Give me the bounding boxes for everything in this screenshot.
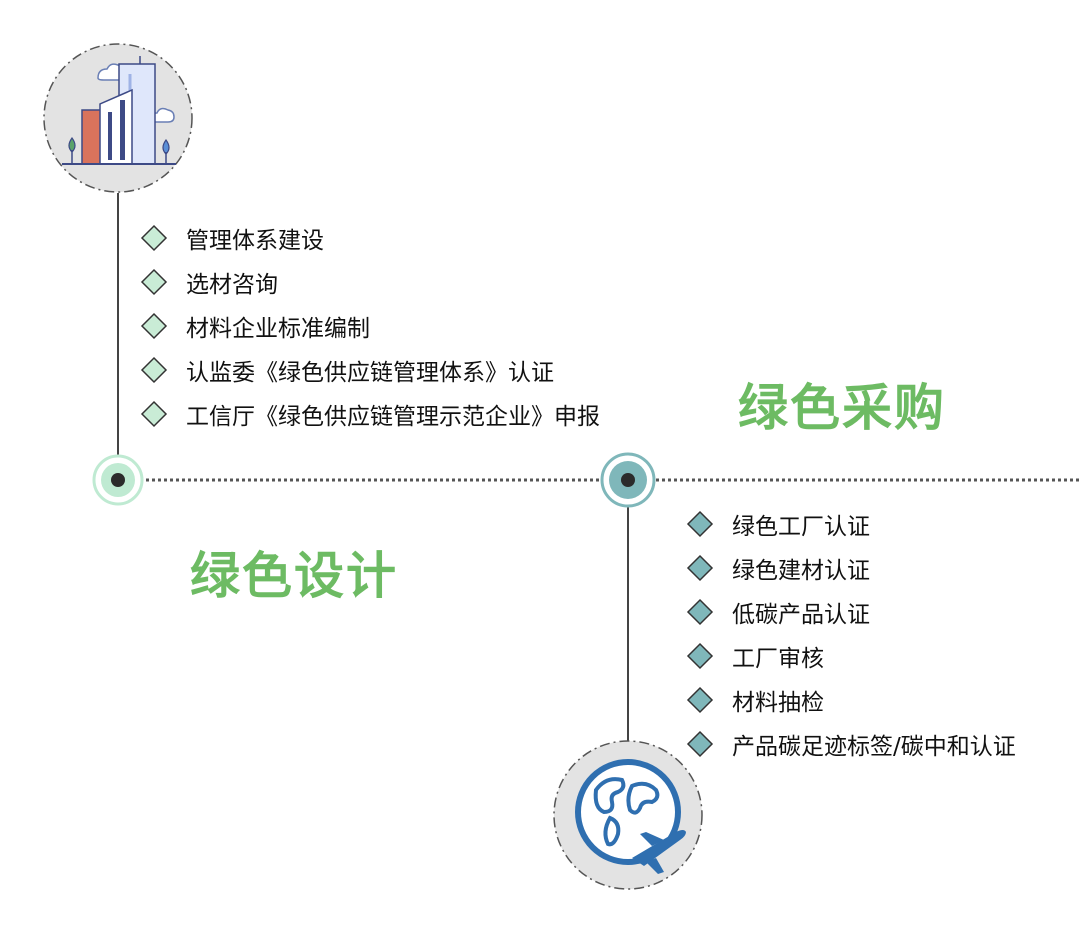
list-item-label: 材料企业标准编制 — [186, 316, 370, 342]
globe-airplane-icon — [553, 740, 703, 890]
list-item-label: 绿色建材认证 — [732, 558, 870, 584]
diamond-bullet-icon — [686, 730, 714, 758]
list-item: 认监委《绿色供应链管理体系》认证 — [140, 348, 600, 392]
list-item: 选材咨询 — [140, 260, 600, 304]
diamond-bullet-icon — [140, 312, 168, 340]
list-item: 低碳产品认证 — [686, 590, 1016, 634]
green-purchase-list: 绿色工厂认证 绿色建材认证 低碳产品认证 工厂审核 材料抽检 产品碳足迹标签/碳… — [686, 502, 1016, 766]
diamond-bullet-icon — [140, 356, 168, 384]
green-design-title: 绿色设计 — [190, 547, 398, 605]
city-buildings-icon — [43, 43, 193, 193]
list-item: 材料企业标准编制 — [140, 304, 600, 348]
list-item: 产品碳足迹标签/碳中和认证 — [686, 722, 1016, 766]
list-item-label: 材料抽检 — [732, 690, 824, 716]
green-purchase-title: 绿色采购 — [738, 379, 946, 437]
list-item: 管理体系建设 — [140, 216, 600, 260]
diamond-bullet-icon — [140, 268, 168, 296]
list-item-label: 认监委《绿色供应链管理体系》认证 — [186, 360, 554, 386]
list-item-label: 管理体系建设 — [186, 228, 324, 254]
diamond-bullet-icon — [686, 554, 714, 582]
list-item-label: 工信厅《绿色供应链管理示范企业》申报 — [186, 404, 600, 430]
list-item: 工厂审核 — [686, 634, 1016, 678]
purchase-node — [600, 452, 656, 508]
list-item: 工信厅《绿色供应链管理示范企业》申报 — [140, 392, 600, 436]
list-item: 绿色工厂认证 — [686, 502, 1016, 546]
list-item-label: 工厂审核 — [732, 646, 824, 672]
list-item-label: 绿色工厂认证 — [732, 514, 870, 540]
list-item: 材料抽检 — [686, 678, 1016, 722]
diamond-bullet-icon — [140, 224, 168, 252]
diamond-bullet-icon — [686, 642, 714, 670]
green-design-list: 管理体系建设 选材咨询 材料企业标准编制 认监委《绿色供应链管理体系》认证 工信… — [140, 216, 600, 436]
list-item-label: 产品碳足迹标签/碳中和认证 — [732, 734, 1016, 760]
list-item: 绿色建材认证 — [686, 546, 1016, 590]
list-item-label: 选材咨询 — [186, 272, 278, 298]
diamond-bullet-icon — [686, 686, 714, 714]
design-node — [92, 454, 144, 506]
diamond-bullet-icon — [686, 598, 714, 626]
diamond-bullet-icon — [686, 510, 714, 538]
diamond-bullet-icon — [140, 400, 168, 428]
list-item-label: 低碳产品认证 — [732, 602, 870, 628]
